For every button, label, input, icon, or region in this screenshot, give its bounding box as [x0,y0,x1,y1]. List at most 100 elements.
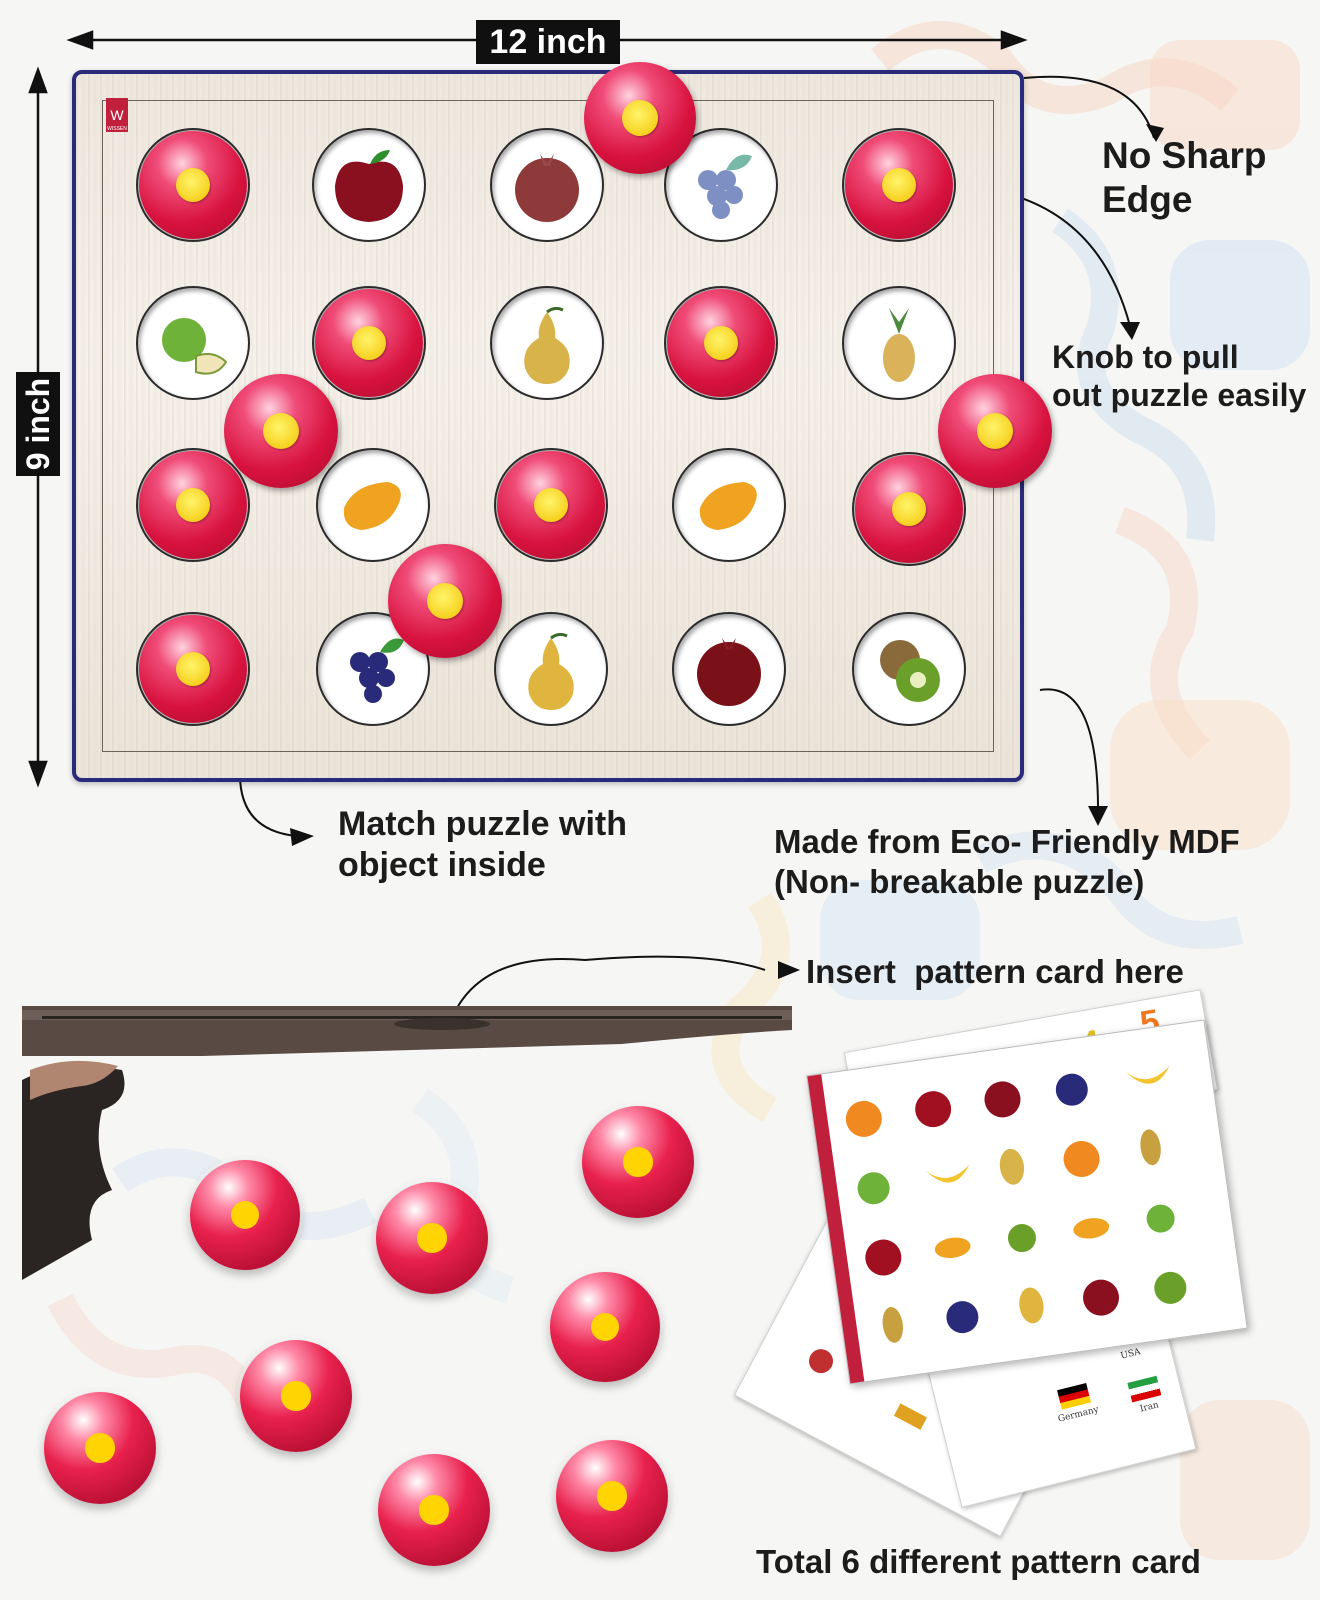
puzzle-piece[interactable] [139,615,247,723]
germany-flag-icon [1057,1382,1091,1410]
slot-r3c1[interactable] [136,448,250,562]
height-dim-text: 9 inch [19,377,56,471]
loose-piece-7[interactable] [378,1454,490,1566]
knob-icon [426,582,464,620]
knob-icon [622,100,658,136]
brand-logo: W WISSEN [106,98,128,132]
pear-icon [524,306,570,384]
knob-icon [85,1433,115,1463]
slot-r2c3[interactable] [490,286,604,400]
slot-r4c1[interactable] [136,612,250,726]
grapes-icon [350,638,404,703]
height-dimension-label: 9 inch [16,372,60,476]
slot-r2c4[interactable] [664,286,778,400]
hand-icon [22,1060,125,1280]
knob-icon [703,325,739,361]
total-cards-text: Total 6 different pattern card [756,1543,1201,1580]
fruit-row-3 [865,1204,1175,1276]
knob-icon [976,412,1014,450]
knob-icon [175,487,211,523]
knob-label: Knob to pull out puzzle easily [1052,338,1306,415]
width-dim-text: 12 inch [489,22,607,61]
slot-r3c5[interactable] [852,452,966,566]
loose-piece-4[interactable] [550,1272,660,1382]
slot-r4c3[interactable] [494,612,608,726]
fruit-row-2 [857,1129,1161,1205]
flag-usa-label: USA [1119,1347,1142,1362]
puzzle-piece[interactable] [139,131,247,239]
puzzle-piece[interactable] [139,451,247,559]
no-sharp-edge-label: No Sharp Edge [1102,134,1266,223]
no-sharp-edge-line1: No Sharp [1102,135,1267,176]
puzzle-piece[interactable] [497,451,605,559]
loose-piece-3[interactable] [582,1106,694,1218]
slot-r1c5[interactable] [842,128,956,242]
knob-icon [881,167,917,203]
loose-piece-2[interactable] [376,1182,488,1294]
mdf-label: Made from Eco- Friendly MDF (Non- breaka… [774,822,1240,901]
slot-r1c3[interactable] [490,128,604,242]
width-dimension-label: 12 inch [476,20,620,64]
no-sharp-edge-line2: Edge [1102,179,1193,221]
match-label-line1: Match puzzle with [338,805,627,843]
mdf-label-line2: (Non- breakable puzzle) [774,862,1145,900]
slot-r2c2[interactable] [312,286,426,400]
slot-r2c5[interactable] [842,286,956,400]
loose-piece-right[interactable] [938,374,1052,488]
pomegranate-icon [515,154,579,222]
insert-card-label: Insert pattern card here [806,952,1184,992]
pear-icon [528,632,574,710]
loose-piece-bottom[interactable] [388,544,502,658]
slot-r2c1[interactable] [136,286,250,400]
grapes-icon [698,154,752,219]
slot-r4c5[interactable] [852,612,966,726]
total-cards-label: Total 6 different pattern card [756,1542,1201,1582]
slot-r4c4[interactable] [672,612,786,726]
knob-icon [623,1147,653,1177]
loose-piece-5[interactable] [240,1340,352,1452]
slot-r1c1[interactable] [136,128,250,242]
match-label-line2: object inside [338,845,546,884]
match-label: Match puzzle with object inside [338,804,627,886]
pattern-card-fruits [806,1019,1248,1385]
puzzle-piece[interactable] [845,131,953,239]
logo-text: WISSEN [107,126,127,132]
loose-piece-8[interactable] [556,1440,668,1552]
knob-label-line1: Knob to pull [1052,339,1239,375]
pineapple-icon [883,308,915,382]
puzzle-piece[interactable] [667,289,775,397]
knob-label-line2: out puzzle easily [1052,377,1307,414]
loose-piece-left[interactable] [224,374,338,488]
mdf-label-line1: Made from Eco- Friendly MDF [774,823,1240,860]
fruit-row-4 [882,1271,1187,1343]
knob-icon [281,1381,311,1411]
flag-iran-label: Iran [1139,1400,1160,1415]
slot-r3c3[interactable] [494,448,608,562]
knob-icon [417,1223,447,1253]
knob-icon [597,1481,627,1511]
knob-icon [419,1495,449,1525]
knob-icon [533,487,569,523]
apple-icon [335,150,403,222]
knob-icon [230,1200,260,1230]
loose-piece-6[interactable] [44,1392,156,1504]
mango-icon [343,482,401,530]
kiwi-icon [880,640,940,702]
fruit-row-1 [845,1065,1170,1137]
mango-icon [699,482,757,530]
fruit-grid [845,1065,1187,1343]
puzzle-piece[interactable] [855,455,963,563]
loose-piece-top[interactable] [584,62,696,174]
loose-piece-1[interactable] [190,1160,300,1270]
green-apple-icon [162,318,228,375]
knob-icon [891,491,927,527]
iran-flag-icon [1127,1375,1162,1403]
board-side-view [22,1006,792,1056]
pomegranate-icon [697,638,761,706]
slot-r3c4[interactable] [672,448,786,562]
slot-r1c2[interactable] [312,128,426,242]
puzzle-piece[interactable] [315,289,423,397]
knob-icon [351,325,387,361]
slot-r3c2[interactable] [316,448,430,562]
